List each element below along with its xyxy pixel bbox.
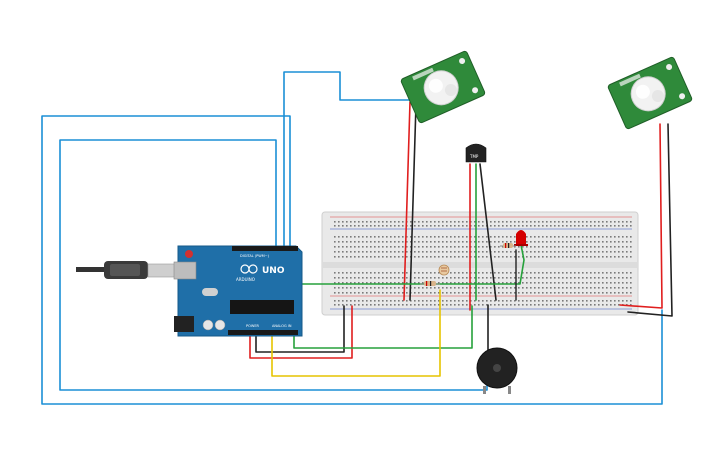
atmega-chip <box>230 300 294 314</box>
wire-black-pir1 <box>409 103 417 301</box>
wire-red-pir1 <box>403 101 411 301</box>
digital-label: DIGITAL (PWM~) <box>240 254 270 258</box>
power-label: POWER <box>246 324 260 328</box>
wire-red-pir2 <box>619 123 663 309</box>
uno-logo-text: UNO <box>262 266 285 276</box>
wire-blue-pir <box>283 71 413 251</box>
digital-header <box>232 246 298 251</box>
temp-sensor-label: TMP <box>469 154 479 159</box>
piezo-buzzer <box>476 347 518 394</box>
usb-cable <box>76 261 181 279</box>
breadboard <box>321 211 639 316</box>
temperature-sensor: TMP <box>465 143 487 163</box>
pir-motion-sensor <box>607 56 693 130</box>
power-jack <box>174 316 194 332</box>
wire-yellow-analog <box>271 289 441 377</box>
wire-black-pir2 <box>627 123 673 317</box>
breadboard-holes <box>334 221 632 306</box>
wire-blue-outer <box>41 115 663 405</box>
red-led <box>514 230 528 246</box>
wire-blue-inner <box>59 139 488 391</box>
usb-port <box>173 261 197 280</box>
pir-motion-sensor <box>400 50 486 124</box>
capacitor <box>202 319 214 331</box>
wire-black-power <box>255 305 345 353</box>
crystal-oscillator <box>202 288 218 296</box>
wire-green-analog <box>293 305 473 349</box>
photoresistor <box>438 264 450 276</box>
capacitor <box>214 319 226 331</box>
resistor <box>420 281 440 286</box>
resistor <box>500 243 516 248</box>
wires <box>41 71 673 405</box>
analog-header <box>228 330 298 335</box>
arduino-uno: UNO ARDUINO DIGITAL (PWM~) POWER ANALOG … <box>173 245 303 337</box>
wire-red-power <box>249 305 353 359</box>
reset-button <box>185 250 193 258</box>
analog-label: ANALOG IN <box>272 324 292 328</box>
brand-text: ARDUINO <box>236 277 255 282</box>
wire-black-tmp <box>479 163 497 301</box>
